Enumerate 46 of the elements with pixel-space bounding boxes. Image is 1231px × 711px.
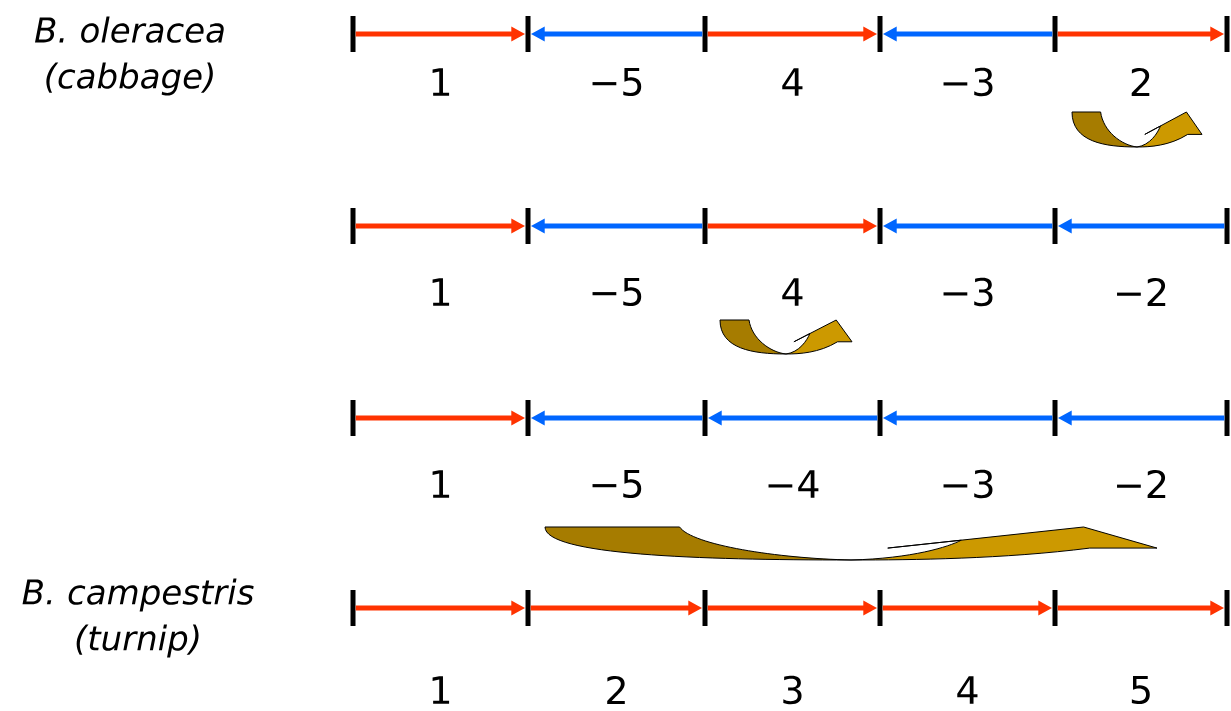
- tick-mark: [350, 400, 356, 436]
- tick-mark: [350, 208, 356, 244]
- segment-number: 5: [1131, 675, 1150, 705]
- tick-mark: [702, 208, 708, 244]
- species-label: B. campestris (turnip): [22, 578, 254, 658]
- segment-number: −2: [1117, 469, 1166, 499]
- tick-mark: [350, 590, 356, 626]
- tick-mark: [525, 590, 531, 626]
- segment-number: 4: [782, 278, 803, 306]
- segment-number: 2: [607, 675, 625, 705]
- tick-mark: [877, 590, 883, 626]
- tick-mark: [525, 400, 531, 436]
- tick-mark: [702, 590, 708, 626]
- tick-mark: [877, 208, 883, 244]
- tick-mark: [702, 400, 708, 436]
- segment-number: 4: [782, 68, 803, 96]
- segment-number: −5: [592, 67, 642, 97]
- segment-number: 4: [957, 676, 978, 704]
- segment-number: 1: [432, 278, 450, 306]
- tick-mark: [1052, 208, 1058, 244]
- tick-mark: [1052, 400, 1058, 436]
- tick-mark: [1224, 16, 1230, 52]
- tick-mark: [525, 16, 531, 52]
- tick-mark: [877, 16, 883, 52]
- segment-number: −4: [768, 470, 819, 498]
- tick-mark: [1052, 16, 1058, 52]
- segment-number: 1: [432, 470, 450, 498]
- segment-number: −5: [592, 469, 642, 499]
- tick-mark: [525, 208, 531, 244]
- segment-number: −2: [1117, 277, 1166, 307]
- tick-mark: [1224, 590, 1230, 626]
- segment-number: −3: [943, 469, 993, 499]
- segment-number: −3: [943, 277, 993, 307]
- tick-mark: [350, 16, 356, 52]
- segment-number: 3: [783, 675, 802, 705]
- species-label: B. oleracea (cabbage): [34, 16, 224, 96]
- segment-number: 1: [432, 68, 450, 96]
- tick-mark: [1224, 400, 1230, 436]
- segment-number: −5: [592, 277, 642, 307]
- tick-mark: [1052, 590, 1058, 626]
- tick-mark: [702, 16, 708, 52]
- tick-mark: [1224, 208, 1230, 244]
- segment-number: −3: [943, 67, 993, 97]
- segment-number: 2: [1131, 67, 1150, 97]
- tick-mark: [877, 400, 883, 436]
- segment-number: 1: [432, 676, 450, 704]
